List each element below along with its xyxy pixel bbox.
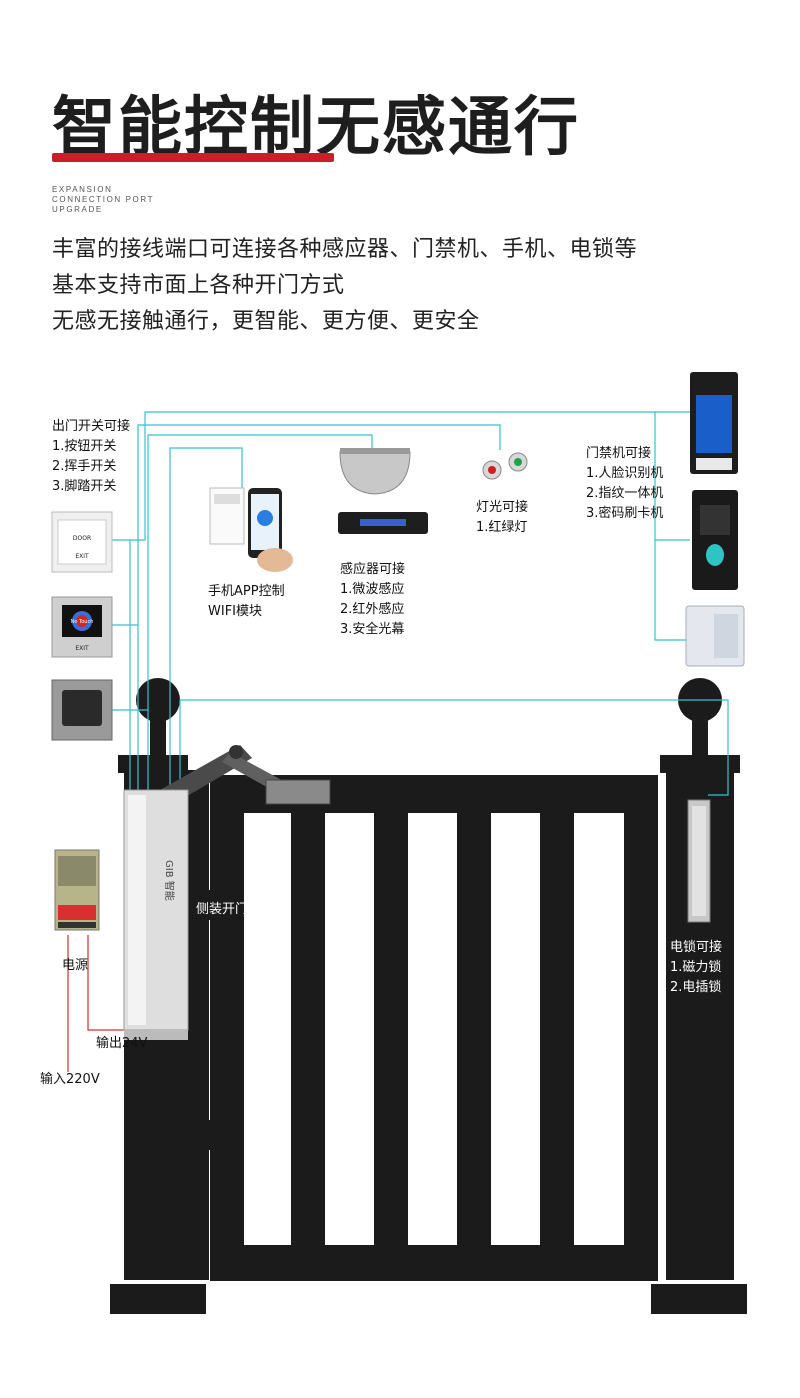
title-underline xyxy=(52,153,334,162)
output-label: 输出24V xyxy=(96,1036,148,1051)
sensor-item-2: 2.红外感应 xyxy=(340,602,405,617)
opener-brand-text: GIB 智能 xyxy=(163,860,176,901)
microwave-sensor xyxy=(339,448,411,495)
exit-button-3 xyxy=(51,679,113,741)
exit-switch-label: 出门开关可接 1.按钮开关 2.挥手开关 3.脚踏开关 xyxy=(52,417,130,497)
app-line-2: WIFI模块 xyxy=(208,604,262,619)
power-wires xyxy=(67,935,128,1072)
infrared-sensor xyxy=(338,512,428,534)
subtitle-en-line-3: UPGRADE xyxy=(52,205,103,214)
power-supply xyxy=(54,849,100,931)
power-label: 电源 xyxy=(62,958,89,973)
description: 丰富的接线端口可连接各种感应器、门禁机、手机、电锁等 基本支持市面上各种开门方式… xyxy=(52,232,637,340)
face-recognition-device xyxy=(690,372,738,474)
exit-switch-title: 出门开关可接 xyxy=(52,419,131,434)
no-touch-text: No Touch xyxy=(71,619,94,625)
fingerprint-device xyxy=(692,490,738,590)
app-line-1: 手机APP控制 xyxy=(208,584,285,599)
lock-item-2: 2.电插锁 xyxy=(670,980,722,995)
wires xyxy=(112,411,729,800)
app-label: 手机APP控制 WIFI模块 xyxy=(208,582,285,622)
light-item-1: 1.红绿灯 xyxy=(476,520,528,535)
description-line-3: 无感无接触通行，更智能、更方便、更安全 xyxy=(52,309,480,334)
light-label: 灯光可接 1.红绿灯 xyxy=(476,498,528,538)
door-text: DOOR xyxy=(73,535,91,542)
access-item-1: 1.人脸识别机 xyxy=(586,466,664,481)
traffic-light xyxy=(482,452,528,480)
access-item-2: 2.指纹一体机 xyxy=(586,486,664,501)
light-title: 灯光可接 xyxy=(476,500,529,515)
subtitle-en-line-1: EXPANSION xyxy=(52,185,113,194)
sensor-item-1: 1.微波感应 xyxy=(340,582,405,597)
description-line-1: 丰富的接线端口可连接各种感应器、门禁机、手机、电锁等 xyxy=(52,237,638,262)
lock-label: 电锁可接 1.磁力锁 2.电插锁 xyxy=(670,938,722,998)
input-label: 输入220V xyxy=(40,1072,100,1087)
exit-switch-item-3: 3.脚踏开关 xyxy=(52,479,117,494)
keypad-device xyxy=(685,605,745,667)
access-title: 门禁机可接 xyxy=(586,446,652,461)
access-item-3: 3.密码刷卡机 xyxy=(586,506,664,521)
subtitle-en: EXPANSION CONNECTION PORT UPGRADE xyxy=(52,185,154,215)
sensor-label: 感应器可接 1.微波感应 2.红外感应 3.安全光幕 xyxy=(340,560,405,640)
sensor-title: 感应器可接 xyxy=(340,562,406,577)
exit-text-2: EXIT xyxy=(75,645,89,652)
exit-switch-item-2: 2.挥手开关 xyxy=(52,459,117,474)
phone xyxy=(248,488,293,572)
lock-item-1: 1.磁力锁 xyxy=(670,960,722,975)
exit-button-1: DOOR EXIT xyxy=(51,511,113,573)
opener-body: GIB 智能 xyxy=(123,789,189,1040)
lock-title: 电锁可接 xyxy=(670,940,723,955)
access-label: 门禁机可接 1.人脸识别机 2.指纹一体机 3.密码刷卡机 xyxy=(586,444,663,524)
page-title: 智能控制无感通行 xyxy=(52,91,580,165)
opener-label: 侧装开门机 xyxy=(196,902,262,917)
description-line-2: 基本支持市面上各种开门方式 xyxy=(52,273,345,298)
wifi-module xyxy=(209,487,245,545)
sensor-item-3: 3.安全光幕 xyxy=(340,622,405,637)
magnetic-lock xyxy=(687,799,711,923)
subtitle-en-line-2: CONNECTION PORT xyxy=(52,195,155,204)
exit-button-2: No Touch EXIT xyxy=(51,596,113,658)
exit-switch-item-1: 1.按钮开关 xyxy=(52,439,117,454)
exit-text: EXIT xyxy=(75,553,89,560)
